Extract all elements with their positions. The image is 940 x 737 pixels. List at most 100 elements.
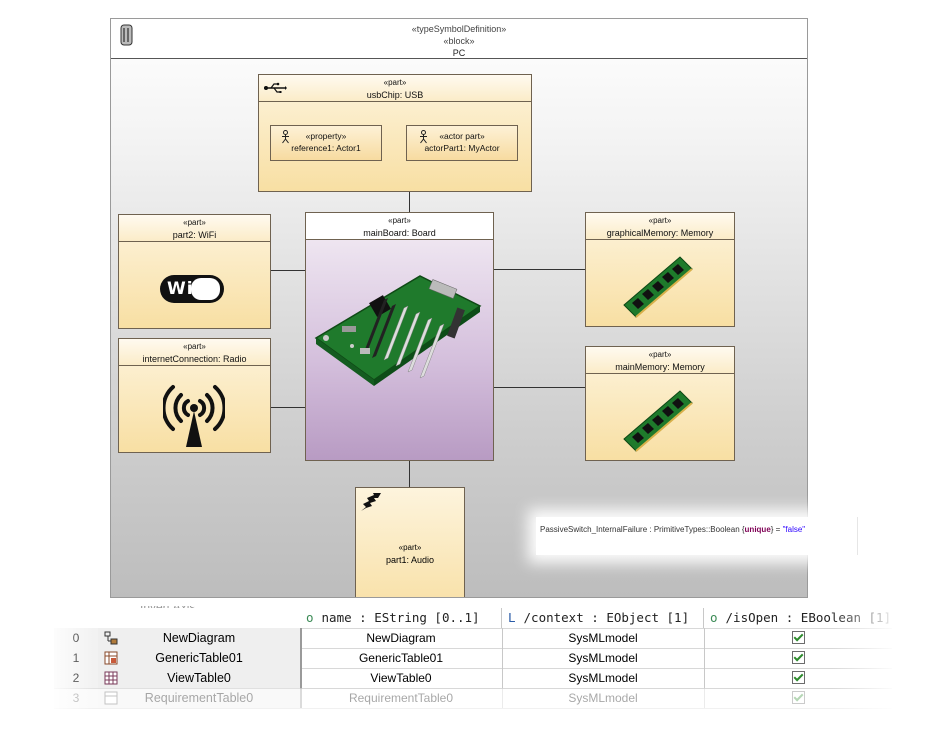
- part-wifi-header: «part» part2: WiFi: [119, 215, 270, 242]
- block-stereotype-block: «block»: [443, 36, 475, 46]
- cell-context[interactable]: SysMLmodel: [502, 628, 705, 648]
- cell-isopen[interactable]: [704, 628, 892, 648]
- part-radio-header: «part» internetConnection: Radio: [119, 339, 270, 366]
- part-main-board[interactable]: «part» mainBoard: Board: [305, 212, 494, 461]
- attribute-icon: o: [710, 610, 718, 625]
- property-stereotype: «property»: [305, 131, 347, 141]
- motherboard-image: [314, 275, 482, 386]
- block-stereotype-type: «typeSymbolDefinition»: [411, 24, 507, 34]
- memory-stick-icon: [623, 390, 693, 452]
- property-reference1[interactable]: «property» reference1: Actor1: [270, 125, 382, 161]
- tooltip-prefix: PassiveSwitch_InternalFailure : Primitiv…: [540, 525, 745, 534]
- part-wifi-stereotype: «part»: [183, 218, 206, 227]
- row-index: 2: [54, 668, 99, 688]
- block-header: «typeSymbolDefinition» «block» PC: [111, 19, 807, 59]
- block-diagram-frame: «typeSymbolDefinition» «block» PC «part»…: [110, 18, 808, 598]
- row-label: GenericTable01: [155, 651, 243, 665]
- table-row[interactable]: 2 ViewTable0 ViewTable0 SysMLmodel: [54, 668, 892, 689]
- cell-name[interactable]: ViewTable0: [300, 668, 503, 688]
- part-wifi-name: part2: WiFi: [172, 230, 217, 240]
- cell-context[interactable]: SysMLmodel: [502, 648, 705, 668]
- part-board-stereotype: «part»: [388, 216, 411, 225]
- cell-isopen[interactable]: [704, 648, 892, 668]
- column-header-context[interactable]: L/context : EObject [1]: [502, 608, 704, 628]
- actor-icon: [282, 130, 289, 144]
- part-mainmem-stereotype: «part»: [648, 350, 672, 359]
- connector-wifi-board: [270, 270, 305, 271]
- table-row[interactable]: 1 GenericTable01 GenericTable01 SysMLmod…: [54, 648, 892, 669]
- connector-board-audio: [409, 460, 410, 488]
- row-label-cell[interactable]: ViewTable0: [98, 668, 302, 688]
- connector-board-mainmem: [493, 387, 585, 388]
- cell-name[interactable]: GenericTable01: [300, 648, 503, 668]
- part-graphical-memory[interactable]: «part» graphicalMemory: Memory: [585, 212, 735, 327]
- header-corner: [54, 608, 98, 628]
- column-header-isopen[interactable]: o/isOpen : EBoolean [1]: [704, 608, 892, 628]
- row-label: NewDiagram: [162, 631, 236, 645]
- isopen-checkbox[interactable]: [791, 691, 805, 704]
- part-usb-header: «part» usbChip: USB: [259, 75, 531, 102]
- part-audio[interactable]: «part» part1: Audio: [355, 487, 465, 597]
- column-header-name[interactable]: o name : EString [0..1]: [300, 608, 502, 628]
- wifi-logo-icon: WiFi: [160, 275, 224, 303]
- view-table-icon: [104, 671, 118, 685]
- usb-icon: [264, 82, 287, 93]
- part-usb-name: usbChip: USB: [366, 90, 424, 100]
- actor-icon: [420, 130, 427, 144]
- column-header-isopen-label: /isOpen : EBoolean [1]: [725, 610, 892, 625]
- cell-context[interactable]: SysMLmodel: [502, 668, 705, 688]
- row-label: RequirementTable0: [144, 691, 254, 705]
- actor-part1[interactable]: «actor part» actorPart1: MyActor: [406, 125, 518, 161]
- cell-isopen[interactable]: [704, 668, 892, 688]
- part-board-header: «part» mainBoard: Board: [306, 213, 493, 240]
- tooltip-suffix: } =: [770, 525, 783, 534]
- cell-isopen[interactable]: [704, 688, 892, 708]
- table-row[interactable]: 0 NewDiagram NewDiagram SysMLmodel: [54, 628, 892, 649]
- block-name: PC: [452, 48, 466, 58]
- cell-name[interactable]: NewDiagram: [300, 628, 503, 648]
- part-mainmem-name: mainMemory: Memory: [615, 362, 705, 372]
- column-header-context-label: /context : EObject [1]: [523, 610, 690, 625]
- header-rowlabels: [98, 608, 300, 628]
- part-audio-name: part1: Audio: [385, 555, 435, 565]
- part-graphical-header: «part» graphicalMemory: Memory: [586, 213, 734, 240]
- tooltip-keyword: unique: [744, 525, 771, 534]
- row-index: 3: [54, 688, 99, 708]
- memory-stick-icon: [623, 256, 693, 318]
- column-header-name-label: name : EString [0..1]: [321, 610, 480, 625]
- part-main-memory[interactable]: «part» mainMemory: Memory: [585, 346, 735, 461]
- part-internet-radio[interactable]: «part» internetConnection: Radio: [118, 338, 271, 453]
- property-name: reference1: Actor1: [291, 143, 361, 153]
- part-graphical-name: graphicalMemory: Memory: [606, 228, 714, 238]
- isopen-checkbox[interactable]: [791, 651, 805, 664]
- cell-context[interactable]: SysMLmodel: [502, 688, 705, 708]
- row-label: ViewTable0: [167, 671, 231, 685]
- isopen-checkbox[interactable]: [791, 631, 805, 644]
- part-radio-name: internetConnection: Radio: [142, 354, 247, 364]
- row-label-cell[interactable]: GenericTable01: [98, 648, 302, 668]
- actor-part-stereotype: «actor part»: [439, 131, 485, 141]
- row-label-cell[interactable]: NewDiagram: [98, 628, 302, 648]
- tooltip-value: "false": [782, 525, 806, 534]
- actor-part-name: actorPart1: MyActor: [424, 143, 500, 153]
- diagram-icon: [104, 631, 118, 645]
- audio-icon: [361, 493, 381, 511]
- part-usb-stereotype: «part»: [383, 78, 407, 87]
- requirement-table-icon: [104, 691, 118, 705]
- part-audio-stereotype: «part»: [398, 543, 422, 552]
- part-graphical-stereotype: «part»: [648, 216, 672, 225]
- attribute-icon: o: [306, 610, 314, 625]
- cell-name[interactable]: RequirementTable0: [300, 688, 503, 708]
- part-radio-stereotype: «part»: [183, 342, 206, 351]
- radio-antenna-icon: [163, 385, 225, 447]
- part-mainmem-header: «part» mainMemory: Memory: [586, 347, 734, 374]
- reference-icon: L: [508, 610, 516, 625]
- isopen-checkbox[interactable]: [791, 671, 805, 684]
- part-usb-chip[interactable]: «part» usbChip: USB «property» reference…: [258, 74, 532, 192]
- row-label-cell[interactable]: RequirementTable0: [98, 688, 302, 708]
- property-tooltip: PassiveSwitch_InternalFailure : Primitiv…: [536, 517, 858, 555]
- row-index: 1: [54, 648, 99, 668]
- table-row[interactable]: 3 RequirementTable0 RequirementTable0 Sy…: [54, 688, 892, 709]
- part-wifi[interactable]: «part» part2: WiFi WiFi: [118, 214, 271, 329]
